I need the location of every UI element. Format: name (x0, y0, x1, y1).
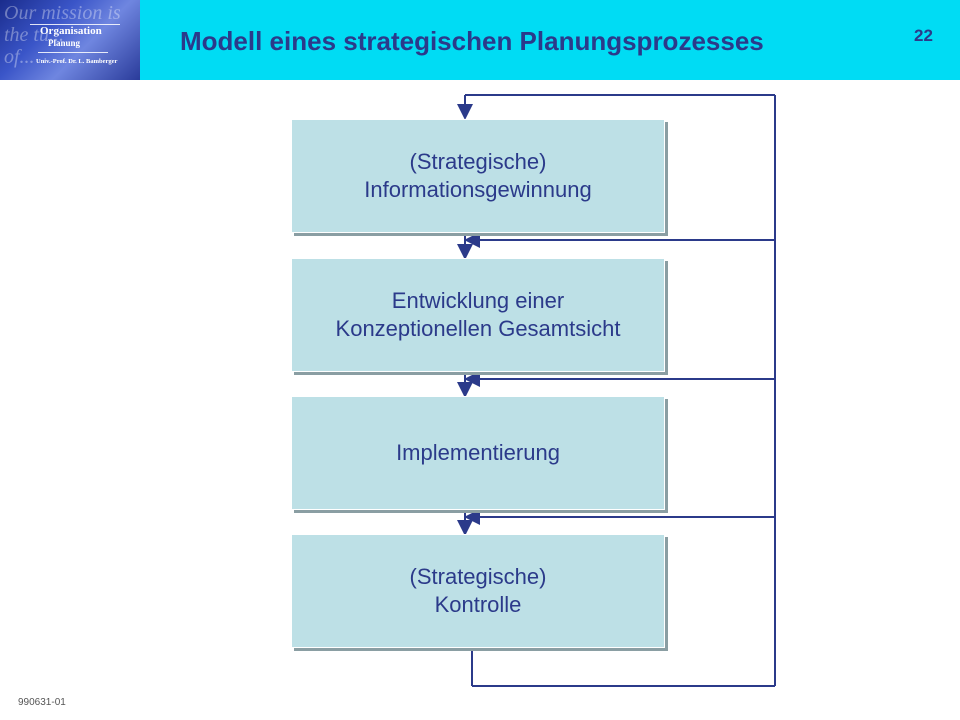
step-label-information: (Strategische) Informationsgewinnung (364, 149, 592, 202)
page-number: 22 (914, 26, 933, 45)
slide-code: 990631-01 (18, 697, 66, 708)
step-box-implementation: Implementierung (291, 396, 665, 510)
step-box-information: (Strategische) Informationsgewinnung (291, 119, 665, 233)
header-bar: Our mission is the tu... of... Organisat… (0, 0, 960, 80)
step-box-concept: Entwicklung einer Konzeptionellen Gesamt… (291, 258, 665, 372)
organisation-planung-logo: Our mission is the tu... of... Organisat… (0, 0, 140, 80)
step-label-concept: Entwicklung einer Konzeptionellen Gesamt… (335, 288, 621, 341)
logo-decoration-line (30, 24, 120, 25)
logo-background-text: Our mission is the tu... of... (4, 2, 121, 68)
logo-text-professor: Univ.-Prof. Dr. L. Bamberger (36, 58, 118, 65)
step-label-implementation: Implementierung (396, 440, 560, 465)
logo-decoration-line (38, 52, 108, 53)
page-title: Modell eines strategischen Planungsproze… (180, 26, 764, 56)
logo-text-organisation: Organisation (40, 25, 102, 37)
step-box-control: (Strategische) Kontrolle (291, 534, 665, 648)
logo-text-planung: Planung (48, 38, 81, 48)
step-label-control: (Strategische) Kontrolle (409, 564, 547, 617)
